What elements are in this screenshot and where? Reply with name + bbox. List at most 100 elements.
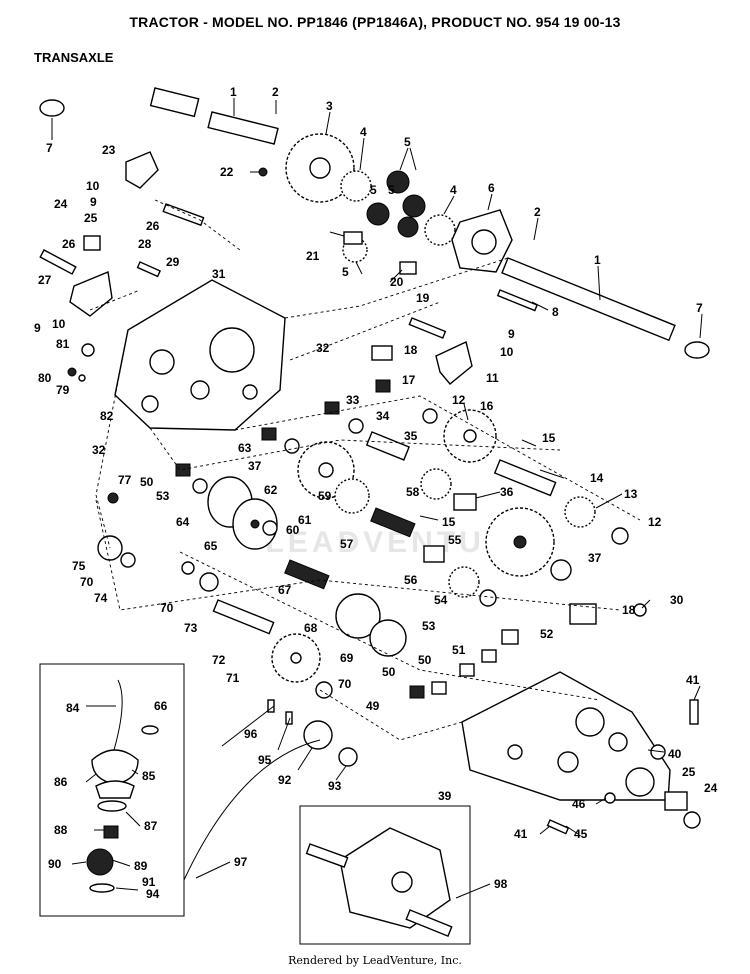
callout-label: 68 [304, 621, 318, 635]
callout-label: 64 [176, 515, 190, 529]
gear-54-part [448, 566, 480, 598]
callout-label: 18 [622, 603, 636, 617]
gear-4-part [340, 170, 456, 246]
gear-71-part [271, 633, 321, 683]
callout-label: 50 [418, 653, 432, 667]
callout-label: 56 [404, 573, 418, 587]
callout-label: 13 [624, 487, 638, 501]
callout-label: 60 [286, 523, 300, 537]
gear-13-part [564, 496, 596, 528]
callout-label: 10 [500, 345, 514, 359]
callout-label: 6 [488, 181, 495, 195]
gear-58-part [420, 468, 452, 500]
callout-label: 69 [340, 651, 354, 665]
shift-lever-inset-box [39, 663, 185, 917]
callout-label: 67 [278, 583, 292, 597]
callout-label: 93 [328, 779, 342, 793]
callout-label: 1 [230, 85, 237, 99]
callout-label: 2 [534, 205, 541, 219]
callout-label: 52 [540, 627, 554, 641]
callout-labels: 1 1 2 2 3 4 4 5 5 5 5 6 7 7 8 9 9 9 10 1… [34, 85, 718, 901]
diagram-subtitle: TRANSAXLE [34, 50, 114, 65]
leader-lines [51, 98, 703, 899]
callout-label: 75 [72, 559, 86, 573]
diagram-title: TRACTOR - MODEL NO. PP1846 (PP1846A), PR… [129, 14, 621, 30]
pinion-5-cluster-part [342, 170, 426, 263]
washer-parts [120, 408, 701, 829]
callout-label: 51 [452, 643, 466, 657]
callout-label: 66 [154, 699, 168, 713]
callout-label: 62 [264, 483, 278, 497]
callout-label: 77 [118, 473, 132, 487]
callout-label: 4 [450, 183, 457, 197]
callout-label: 21 [306, 249, 320, 263]
main-axle-part [501, 257, 676, 342]
callout-label: 80 [38, 371, 52, 385]
callout-label: 32 [92, 443, 106, 457]
gear-61-part [334, 478, 370, 514]
callout-label: 61 [298, 513, 312, 527]
shaft-72-part [212, 599, 275, 635]
bushing-parts [175, 345, 597, 699]
callout-label: 5 [342, 265, 349, 279]
callout-label: 5 [388, 183, 395, 197]
callout-label: 53 [156, 489, 170, 503]
callout-label: 46 [572, 797, 586, 811]
callout-label: 39 [438, 789, 452, 803]
callout-label: 36 [500, 485, 514, 499]
callout-label: 71 [226, 671, 240, 685]
callout-label: 12 [452, 393, 466, 407]
callout-label: 63 [238, 441, 252, 455]
callout-label: 58 [406, 485, 420, 499]
callout-label: 16 [480, 399, 494, 413]
callout-label: 94 [146, 887, 160, 901]
callout-label: 41 [686, 673, 700, 687]
callout-label: 89 [134, 859, 148, 873]
callout-label: 82 [100, 409, 114, 423]
callout-label: 11 [486, 371, 499, 385]
callout-label: 98 [494, 877, 508, 891]
callout-label: 59 [318, 489, 332, 503]
callout-label: 53 [422, 619, 436, 633]
callout-label: 70 [80, 575, 94, 589]
callout-label: 20 [390, 275, 404, 289]
callout-label: 97 [234, 855, 248, 869]
callout-label: 70 [338, 677, 352, 691]
shaft-57-part [370, 507, 416, 538]
callout-label: 57 [340, 537, 354, 551]
callout-label: 25 [84, 211, 98, 225]
callout-label: 7 [696, 301, 703, 315]
callout-label: 40 [668, 747, 682, 761]
callout-label: 88 [54, 823, 68, 837]
callout-label: 14 [590, 471, 604, 485]
bearing-plate-6-part [451, 209, 513, 273]
callout-label: 32 [316, 341, 330, 355]
callout-label: 37 [588, 551, 602, 565]
callout-label: 8 [552, 305, 559, 319]
callout-label: 17 [402, 373, 416, 387]
callout-label: 27 [38, 273, 52, 287]
callout-label: 86 [54, 775, 68, 789]
callout-label: 29 [166, 255, 180, 269]
callout-label: 37 [248, 459, 262, 473]
callout-label: 41 [514, 827, 528, 841]
callout-label: 54 [434, 593, 448, 607]
callout-label: 12 [648, 515, 662, 529]
callout-label: 10 [86, 179, 100, 193]
callout-label: 87 [144, 819, 158, 833]
right-housing-39-part [461, 671, 671, 801]
disc-69-part [369, 619, 407, 657]
callout-label: 55 [448, 533, 462, 547]
callout-label: 3 [326, 99, 333, 113]
callout-label: 24 [54, 197, 68, 211]
shaft-59-part [284, 559, 330, 590]
callout-label: 79 [56, 383, 70, 397]
upper-shaft-part [149, 87, 279, 145]
callout-label: 84 [66, 701, 80, 715]
callout-label: 26 [62, 237, 76, 251]
callout-label: 81 [56, 337, 70, 351]
gear-16-part [443, 409, 497, 463]
callout-label: 19 [416, 291, 430, 305]
callout-label: 9 [508, 327, 515, 341]
